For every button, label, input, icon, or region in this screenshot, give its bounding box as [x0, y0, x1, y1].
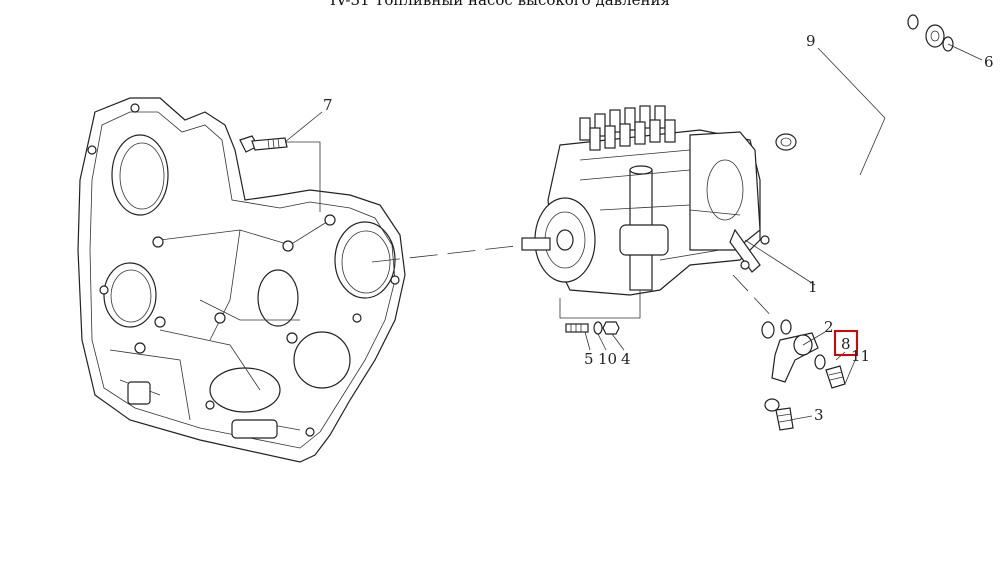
banjo-fitting-group	[761, 319, 846, 431]
fuel-pipe-part-9	[775, 14, 954, 183]
callout-8: 8	[841, 335, 851, 353]
callout-6: 6	[984, 53, 994, 71]
page-title: IV-31 Топливный насос высокого давления	[330, 0, 670, 9]
timing-gear-housing	[77, 97, 406, 463]
callout-11: 11	[851, 347, 870, 365]
callout-10: 10	[598, 350, 617, 368]
callout-5: 5	[584, 350, 594, 368]
highlight-box-8	[834, 330, 858, 356]
callout-1: 1	[808, 278, 818, 296]
callout-4: 4	[621, 350, 631, 368]
leader-lines	[284, 43, 983, 421]
callout-7: 7	[323, 96, 333, 114]
callout-2: 2	[824, 318, 834, 336]
fuel-injection-pump	[521, 105, 770, 319]
stud-washer-nut	[565, 321, 625, 351]
callout-9: 9	[806, 32, 816, 50]
bolt-part-7	[239, 135, 321, 212]
callout-3: 3	[814, 406, 824, 424]
